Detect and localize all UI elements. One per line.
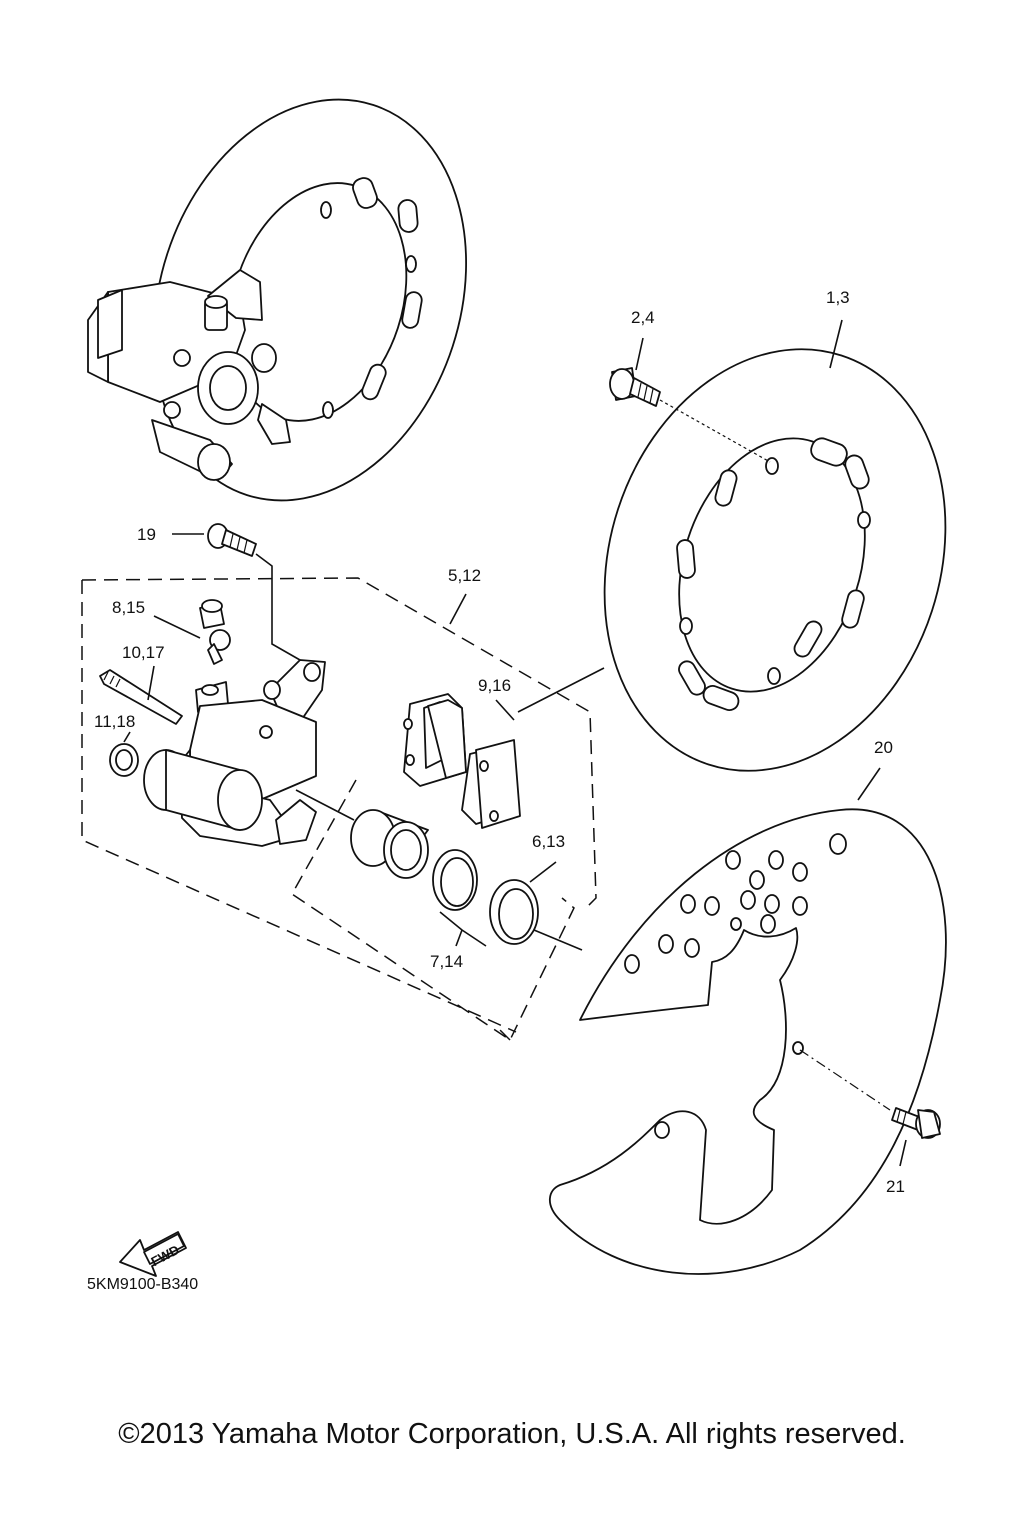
- caliper-assy-outline: [81, 577, 597, 1033]
- diagram-code: 5KM9100-B340: [87, 1276, 199, 1293]
- disc-guard-bolt: [891, 1107, 941, 1139]
- callout-10-17: 10,17: [122, 643, 165, 662]
- callout-7-14: 7,14: [430, 952, 463, 971]
- brake-disc: [603, 348, 947, 772]
- callout-11-18: 11,18: [94, 712, 135, 731]
- copyright-notice: ©2013 Yamaha Motor Corporation, U.S.A. A…: [118, 1418, 906, 1450]
- callout-1-3: 1,3: [826, 288, 850, 307]
- forward-direction-icon: FWD: [119, 1231, 187, 1277]
- piston-kit-outline: [291, 779, 575, 1042]
- brake-caliper: [143, 659, 326, 847]
- callout-9-16: 9,16: [478, 676, 511, 695]
- callout-labels: 1,3 2,4 19 5,12 8,15 10,17 9,16 11,18 20…: [94, 288, 905, 1196]
- callout-5-12: 5,12: [448, 566, 481, 585]
- assembled-brake-caliper: [87, 269, 291, 481]
- callout-2-4: 2,4: [631, 308, 655, 327]
- disc-guard: [548, 808, 947, 1275]
- piston-seal: [432, 849, 478, 911]
- brake-pads: [403, 693, 521, 829]
- callout-21: 21: [886, 1177, 905, 1196]
- callout-20: 20: [874, 738, 893, 757]
- dust-seal: [489, 879, 539, 945]
- callout-6-13: 6,13: [532, 832, 565, 851]
- callout-19: 19: [137, 525, 156, 544]
- caliper-pin: [99, 669, 183, 725]
- leader-lines: [123, 319, 907, 1167]
- disc-bolt: [609, 367, 661, 407]
- bleed-screw: [199, 599, 231, 665]
- pin-boot: [109, 743, 139, 777]
- caliper-piston: [350, 809, 429, 879]
- caliper-bracket-bolt: [207, 523, 257, 557]
- callout-8-15: 8,15: [112, 598, 145, 617]
